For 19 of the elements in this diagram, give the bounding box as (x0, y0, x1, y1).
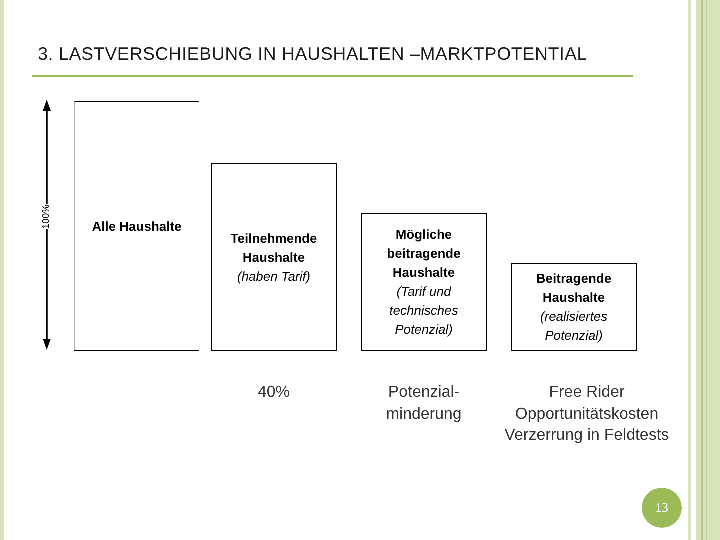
column-box (361, 213, 487, 351)
annotation-text: Opportunitätskosten (515, 404, 659, 424)
box-note: (realisiertes Potenzial) (539, 308, 609, 345)
annotation-text: 40% (258, 383, 290, 403)
box-note: (Tarif und technisches Potenzial) (388, 283, 460, 339)
page-number: 13 (642, 488, 682, 528)
box-heading: Alle Haushalte (91, 218, 183, 236)
box-heading: Beitragende Haushalte (535, 270, 613, 307)
box-heading: Teilnehmende Haushalte (230, 230, 318, 266)
column-box (211, 163, 337, 351)
annotation-text: Verzerrung in Feldtests (504, 426, 670, 446)
annotation-text: Free Rider (549, 383, 625, 403)
box-heading: Mögliche beitragende Haushalte (386, 226, 462, 282)
column-box (74, 101, 199, 351)
box-note: (haben Tarif) (236, 268, 312, 286)
slide-title: 3. LASTVERSCHIEBUNG IN HAUSHALTEN –MARKTPOTENTIAL (38, 44, 588, 65)
dimension-label: 100% (42, 204, 52, 229)
annotation-text: Potenzial- minderung (385, 383, 463, 424)
column-box (511, 263, 637, 351)
